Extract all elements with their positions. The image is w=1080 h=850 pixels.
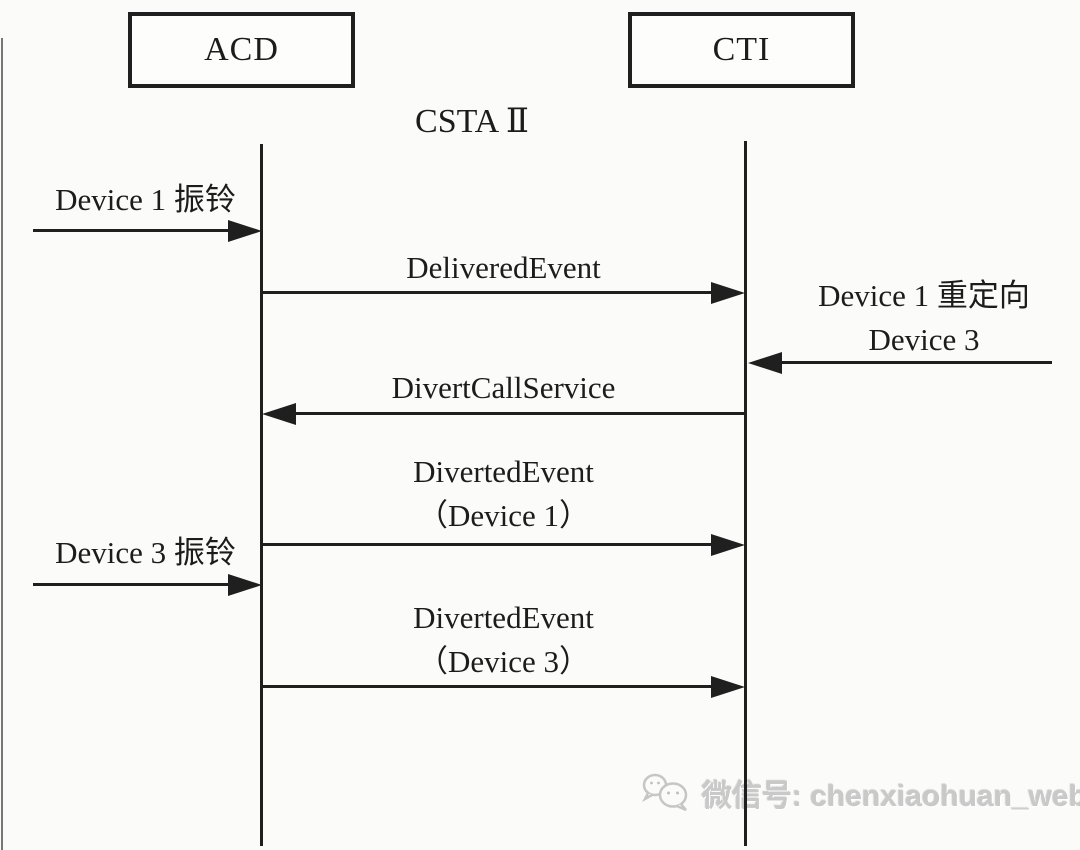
message-label-device3-ring: Device 3 振铃: [55, 535, 236, 570]
lifeline-acd: [260, 144, 263, 846]
message-label-device1-redirect: Device 1 重定向 Device 3: [788, 274, 1060, 362]
wechat-icon: [640, 770, 692, 816]
message-label-line2: （Device 3）: [416, 644, 591, 679]
message-label-diverted-event-1: DivertedEvent （Device 1）: [262, 450, 745, 538]
message-arrow-divert-call-service: [294, 412, 745, 415]
message-label-line1: DivertedEvent: [413, 600, 594, 635]
message-label-line2: （Device 1）: [416, 498, 591, 533]
watermark: 微信号: chenxiaohuan_web: [640, 770, 1080, 816]
arrowhead-right-icon: [711, 676, 745, 698]
arrowhead-right-icon: [711, 534, 745, 556]
arrowhead-left-icon: [262, 403, 296, 425]
message-label-device1-ring: Device 1 振铃: [55, 182, 236, 217]
message-label-line2: Device 3: [868, 322, 980, 357]
arrowhead-right-icon: [228, 574, 262, 596]
message-arrow-device3-ring: [33, 583, 233, 586]
actor-label-acd: ACD: [204, 31, 279, 68]
lifeline-cti: [744, 141, 747, 846]
message-arrow-device1-ring: [33, 229, 233, 232]
actor-box-acd: ACD: [128, 12, 355, 88]
message-arrow-delivered-event: [262, 291, 714, 294]
actor-box-cti: CTI: [628, 12, 855, 88]
message-label-line1: DivertedEvent: [413, 454, 594, 489]
watermark-text: 微信号: chenxiaohuan_web: [702, 780, 1080, 813]
arrowhead-left-icon: [748, 352, 782, 374]
protocol-label: CSTA Ⅱ: [415, 103, 529, 140]
arrowhead-right-icon: [228, 220, 262, 242]
actor-label-cti: CTI: [712, 31, 771, 68]
message-label-delivered-event: DeliveredEvent: [406, 250, 601, 285]
arrowhead-right-icon: [711, 282, 745, 304]
message-label-diverted-event-3: DivertedEvent （Device 3）: [262, 596, 745, 684]
message-arrow-diverted-event-1: [262, 543, 714, 546]
message-label-divert-call-service: DivertCallService: [391, 370, 616, 405]
message-arrow-device1-redirect: [780, 361, 1052, 364]
message-arrow-diverted-event-3: [262, 685, 714, 688]
message-label-line1: Device 1 重定向: [818, 278, 1030, 313]
left-edge-line: [1, 38, 3, 850]
